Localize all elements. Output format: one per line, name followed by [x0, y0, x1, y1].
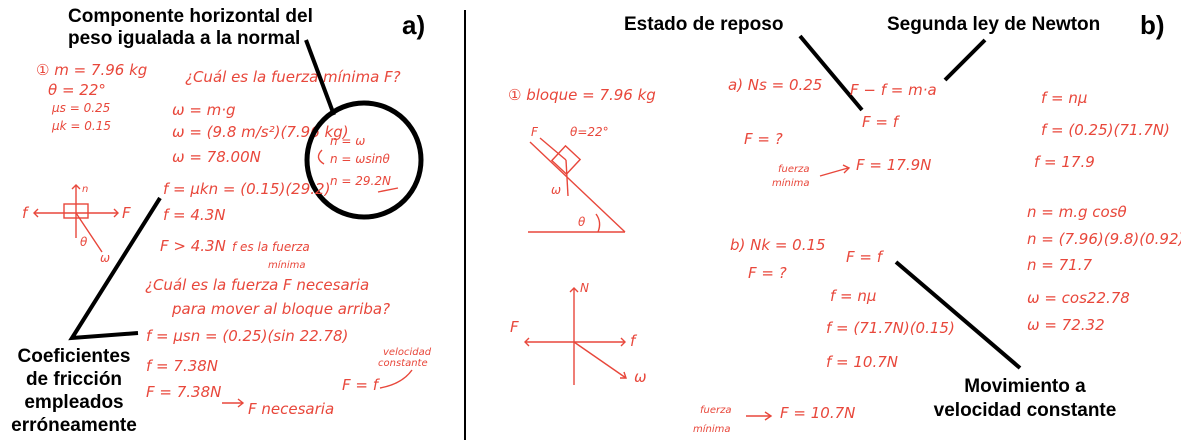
part-a-question: F = ?: [744, 130, 783, 148]
part-a-mu: a) Ns = 0.25: [728, 76, 822, 94]
circle-eq-n-result: n = 29.2N: [330, 174, 391, 188]
fbd-b-label-F: F: [510, 318, 519, 336]
callout-circle: [304, 100, 424, 220]
motion-friction-substitution: f = (71.7N)(0.15): [826, 319, 955, 337]
annotation-friction-line4: erróneamente: [11, 415, 137, 436]
min-force-a-label2: mínima: [772, 177, 810, 189]
motion-ff-eq: F = f: [846, 248, 885, 266]
panel-a: a) Componente horizontal del peso iguala…: [11, 6, 432, 436]
fbd-b-weight-vector: [573, 341, 627, 379]
circle-eq-n-equals-w: n = ω: [330, 134, 365, 148]
annotation-rest: Estado de reposo: [624, 14, 783, 35]
right-weight-formula: ω = cos22.78: [1027, 289, 1130, 307]
fbd-b-label-f: f: [630, 332, 638, 350]
incline-angle-top: θ=22°: [570, 125, 609, 139]
given-mu-k: μk = 0.15: [51, 119, 111, 133]
right-friction-substitution: f = (0.25)(71.7N): [1041, 121, 1170, 139]
friction-callout-lines: [68, 196, 162, 341]
panel-a-label: a): [402, 10, 425, 40]
force-equals-result: F = 7.38N: [146, 383, 221, 401]
velocity-arrow: [379, 369, 413, 389]
min-force-note-line1: f es la fuerza: [232, 240, 310, 254]
incline-force-vector: [539, 137, 567, 161]
newton-pointer-line: [943, 38, 987, 82]
annotation-newton: Segunda ley de Newton: [887, 14, 1100, 35]
incline-slope: [529, 141, 626, 233]
annotation-friction-line3: empleados: [24, 392, 123, 413]
min-force-a-value: F = 17.9N: [856, 156, 931, 174]
annotation-horizontal-line2: peso igualada a la normal: [68, 28, 300, 49]
motion-friction-formula: f = nμ: [830, 287, 876, 305]
min-force-a-label1: fuerza: [778, 164, 810, 175]
part-b-mu: b) Nk = 0.15: [730, 236, 826, 254]
force-greater-than: F > 4.3N: [160, 237, 226, 255]
right-weight-result: ω = 72.32: [1027, 316, 1105, 334]
fbd-b: N F f ω: [510, 281, 647, 386]
circle-arrow-mark: [317, 149, 325, 165]
weight-substitution: ω = (9.8 m/s²)(7.96 kg): [172, 123, 349, 141]
part-b-question: F = ?: [748, 264, 787, 282]
fbd-a: f F n θ ω: [22, 184, 131, 265]
weight-formula: ω = m·g: [172, 101, 236, 119]
panel-b: b) Estado de reposo Segunda ley de Newto…: [508, 10, 1181, 435]
fbd-a-label-w: ω: [100, 251, 110, 265]
kinetic-friction-result: f = 4.3N: [163, 206, 225, 224]
fbd-a-label-n: n: [82, 184, 88, 195]
right-friction-formula: f = nμ: [1041, 89, 1087, 107]
kinetic-friction-formula: f = μkn = (0.15)(29.2): [163, 180, 330, 198]
annotation-motion-line1: Movimiento a: [964, 376, 1086, 397]
min-force-b-label1: fuerza: [700, 405, 732, 416]
block-mass: ① bloque = 7.96 kg: [508, 86, 656, 104]
right-normal-result: n = 71.7: [1027, 256, 1092, 274]
incline-diagram: F θ=22° ω θ: [528, 125, 626, 233]
incline-label-w: ω: [551, 183, 561, 197]
annotation-motion-line2: velocidad constante: [934, 400, 1117, 421]
fbd-a-label-F: F: [122, 204, 131, 222]
fbd-a-block: [63, 203, 89, 219]
ff-equation: F = f: [342, 376, 381, 394]
rest-pointer-line: [798, 34, 864, 112]
motion-friction-result: f = 10.7N: [826, 353, 898, 371]
velocity-note-line1: velocidad: [383, 347, 432, 358]
velocity-note-line2: constante: [378, 358, 428, 369]
panel-b-label: b): [1140, 10, 1165, 40]
motion-pointer-line: [894, 260, 1022, 370]
question-min-force: ¿Cuál es la fuerza mínima F?: [185, 68, 401, 86]
min-force-b-label2: mínima: [693, 423, 731, 435]
fbd-a-label-f: f: [22, 204, 30, 222]
given-mu-s: μs = 0.25: [51, 101, 110, 115]
fbd-b-label-N: N: [580, 281, 589, 295]
incline-angle-bottom: θ: [578, 215, 586, 229]
question-force-needed-line1: ¿Cuál es la fuerza F necesaria: [145, 276, 369, 294]
incline-weight-vector: [565, 159, 569, 197]
annotation-friction-line2: de fricción: [26, 369, 122, 390]
fbd-a-label-theta: θ: [80, 235, 88, 249]
circle-eq-n-wsin: n = ωsinθ: [330, 152, 391, 166]
right-friction-result: f = 17.9: [1034, 153, 1095, 171]
weight-result: ω = 78.00N: [172, 148, 261, 166]
incline-label-F: F: [531, 125, 539, 139]
given-angle: θ = 22°: [48, 81, 106, 99]
min-force-note-line2: mínima: [268, 259, 306, 271]
necessary-force-label: F necesaria: [248, 400, 334, 418]
question-force-needed-line2: para mover al bloque arriba?: [171, 300, 390, 318]
fbd-a-weight-vector: [75, 212, 103, 253]
annotation-horizontal-line1: Componente horizontal del: [68, 6, 313, 27]
right-normal-formula: n = m.g cosθ: [1027, 203, 1127, 221]
static-friction-result: f = 7.38N: [146, 357, 218, 375]
given-mass: ① m = 7.96 kg: [36, 61, 147, 79]
rest-equation: F = f: [862, 113, 901, 131]
fbd-b-label-w: ω: [634, 368, 647, 386]
min-force-b-value: F = 10.7N: [780, 404, 855, 422]
circle-double-underline: [377, 187, 399, 193]
right-normal-substitution: n = (7.96)(9.8)(0.92): [1027, 230, 1181, 248]
annotation-friction-line1: Coeficientes: [18, 346, 131, 367]
newton-equation: F − f = m·a: [850, 81, 937, 99]
static-friction-formula: f = μsn = (0.25)(sin 22.78): [146, 327, 348, 345]
callout-pointer-line: [304, 39, 336, 116]
